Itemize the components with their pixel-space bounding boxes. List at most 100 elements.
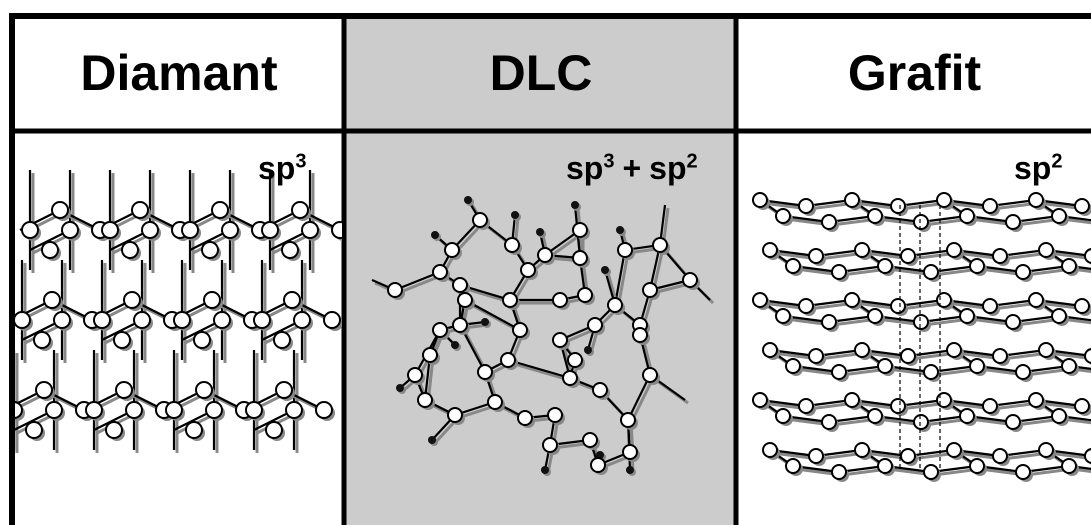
bond-shadow xyxy=(1061,217,1091,225)
atom xyxy=(1084,348,1091,364)
atom xyxy=(1005,414,1021,430)
atom xyxy=(762,442,778,458)
atom xyxy=(642,282,658,298)
atom xyxy=(959,408,975,424)
atom xyxy=(141,221,159,239)
h-atom xyxy=(584,346,592,354)
atom xyxy=(890,298,906,314)
sp-exponent: 3 xyxy=(603,150,615,173)
atom xyxy=(900,348,916,364)
atom xyxy=(622,444,638,460)
title-diamant: Diamant xyxy=(80,45,278,101)
atom xyxy=(992,248,1008,264)
atom xyxy=(923,464,939,480)
atom xyxy=(821,314,837,330)
sp-label: sp xyxy=(566,150,604,186)
atom xyxy=(444,242,460,258)
atom xyxy=(165,401,183,419)
atom xyxy=(982,298,998,314)
atom xyxy=(821,214,837,230)
atom xyxy=(447,407,463,423)
atom xyxy=(1051,408,1067,424)
atom xyxy=(946,242,962,258)
atom xyxy=(590,457,606,473)
atom xyxy=(193,331,211,349)
atom xyxy=(775,208,791,224)
atom xyxy=(185,421,203,439)
atom xyxy=(331,221,342,239)
atom xyxy=(407,367,423,383)
atom xyxy=(1074,298,1090,314)
bond-shadow xyxy=(1071,267,1091,273)
atom xyxy=(992,348,1008,364)
atom xyxy=(281,241,299,259)
atom xyxy=(936,292,952,308)
atom xyxy=(959,308,975,324)
atom xyxy=(552,332,568,348)
diamond-structure xyxy=(15,170,342,453)
atom xyxy=(1005,314,1021,330)
atom xyxy=(936,192,952,208)
atom xyxy=(123,291,141,309)
atom xyxy=(969,458,985,474)
atom xyxy=(572,222,588,238)
atom xyxy=(775,408,791,424)
atom xyxy=(520,262,536,278)
atom xyxy=(632,327,648,343)
atom xyxy=(283,291,301,309)
atom xyxy=(25,421,43,439)
atom xyxy=(1028,292,1044,308)
h-atom xyxy=(511,211,519,219)
atom xyxy=(587,317,603,333)
plus-sign: + xyxy=(622,150,642,186)
atom xyxy=(1005,214,1021,230)
atom xyxy=(844,192,860,208)
atom xyxy=(101,221,119,239)
atom xyxy=(854,442,870,458)
atom xyxy=(1015,364,1031,380)
atom xyxy=(1038,242,1054,258)
bond xyxy=(613,249,627,306)
atom xyxy=(115,381,133,399)
atom xyxy=(946,342,962,358)
atom xyxy=(752,392,768,408)
title-dlc: DLC xyxy=(489,45,593,101)
atom xyxy=(752,192,768,208)
atom xyxy=(213,311,231,329)
atom xyxy=(808,448,824,464)
atom xyxy=(33,331,51,349)
atom xyxy=(51,201,69,219)
h-atom xyxy=(616,226,624,234)
sp-label: sp xyxy=(258,150,296,186)
atom xyxy=(923,364,939,380)
atom xyxy=(291,201,309,219)
h-atom xyxy=(536,228,544,236)
atom xyxy=(487,394,503,410)
atom xyxy=(890,398,906,414)
hybridization-dlc: sp3+sp2 xyxy=(566,150,698,187)
atom xyxy=(982,198,998,214)
atom xyxy=(315,401,333,419)
atom xyxy=(53,311,71,329)
atom xyxy=(1051,208,1067,224)
atom xyxy=(452,277,468,293)
atom xyxy=(387,282,403,298)
atom xyxy=(913,214,929,230)
atom xyxy=(195,381,213,399)
atom xyxy=(203,291,221,309)
atom xyxy=(43,291,61,309)
atom xyxy=(552,292,568,308)
atom xyxy=(517,410,533,426)
bond xyxy=(507,358,571,380)
atom xyxy=(502,292,518,308)
atom xyxy=(201,241,219,259)
atom xyxy=(41,241,59,259)
h-atom xyxy=(451,341,459,349)
h-atom xyxy=(481,318,489,326)
atom xyxy=(504,237,520,253)
atom xyxy=(1028,192,1044,208)
atom xyxy=(969,258,985,274)
atom xyxy=(285,401,303,419)
hybridization-diamant: sp3 xyxy=(258,150,306,187)
